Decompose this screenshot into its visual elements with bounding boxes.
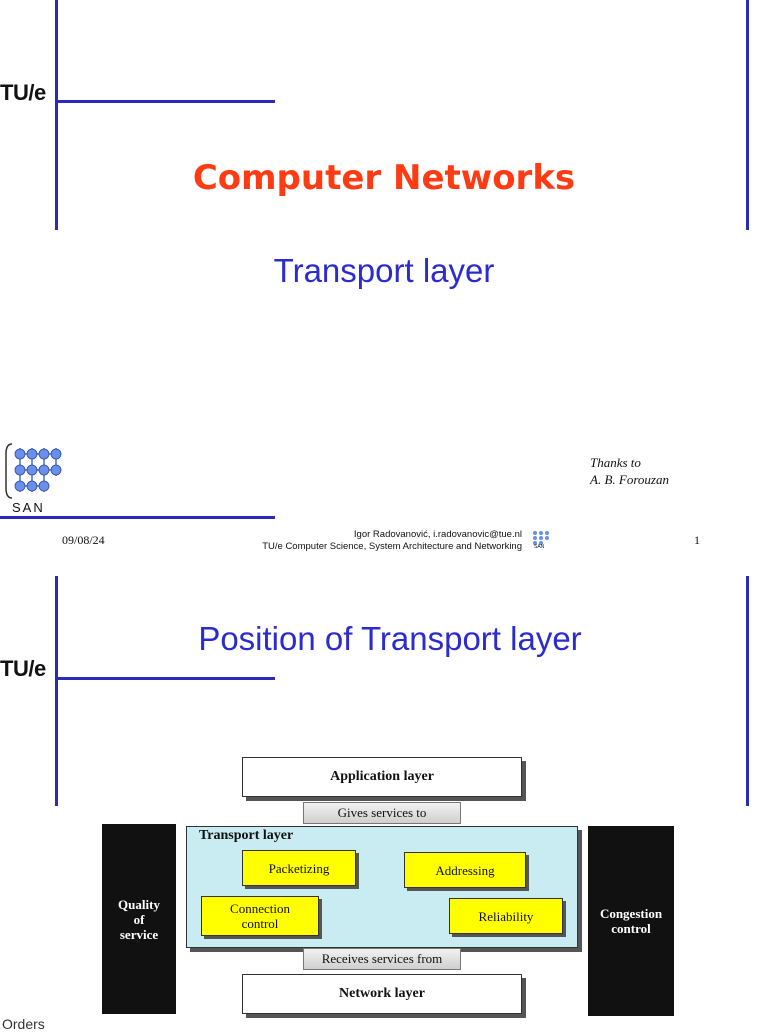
san-logo: SAN <box>4 440 64 516</box>
footer-page-number: 1 <box>694 533 700 547</box>
addressing-box: Addressing <box>404 852 526 888</box>
slide1-title: Computer Networks <box>192 158 576 198</box>
tue-logo-2: TU/e <box>0 656 46 681</box>
gives-services-box: Gives services to <box>303 802 461 824</box>
bottom-text-fragment: Orders <box>2 1016 45 1032</box>
san-logo-label: SAN <box>12 500 45 515</box>
packetizing-box: Packetizing <box>242 850 356 886</box>
application-layer-box: Application layer <box>242 757 522 797</box>
network-layer-box: Network layer <box>242 974 522 1014</box>
receives-services-box: Receives services from <box>303 948 461 970</box>
slide1-subtitle: Transport layer <box>273 252 495 289</box>
thanks-note: Thanks to A. B. Forouzan <box>590 455 669 487</box>
slide2-title: Position of Transport layer <box>198 620 582 657</box>
reliability-box: Reliability <box>449 898 563 934</box>
slide1-footer-rule <box>0 516 275 519</box>
san-network-icon <box>5 443 62 499</box>
footer-date: 09/08/24 <box>62 533 105 547</box>
slide2-right-rule <box>746 576 749 806</box>
footer-san-logo: SAN <box>530 530 554 554</box>
slide1-left-rule <box>55 0 58 230</box>
slide2-header-rule <box>55 677 275 680</box>
tue-logo: TU/e <box>0 80 46 105</box>
slide1-header-rule <box>55 100 275 103</box>
footer-author: Igor Radovanović, i.radovanovic@tue.nl T… <box>262 529 522 552</box>
slide1-right-rule <box>746 0 749 230</box>
slide2-left-rule <box>55 576 58 806</box>
footer-san-icon <box>533 531 549 545</box>
transport-layer-label: Transport layer <box>199 828 294 843</box>
